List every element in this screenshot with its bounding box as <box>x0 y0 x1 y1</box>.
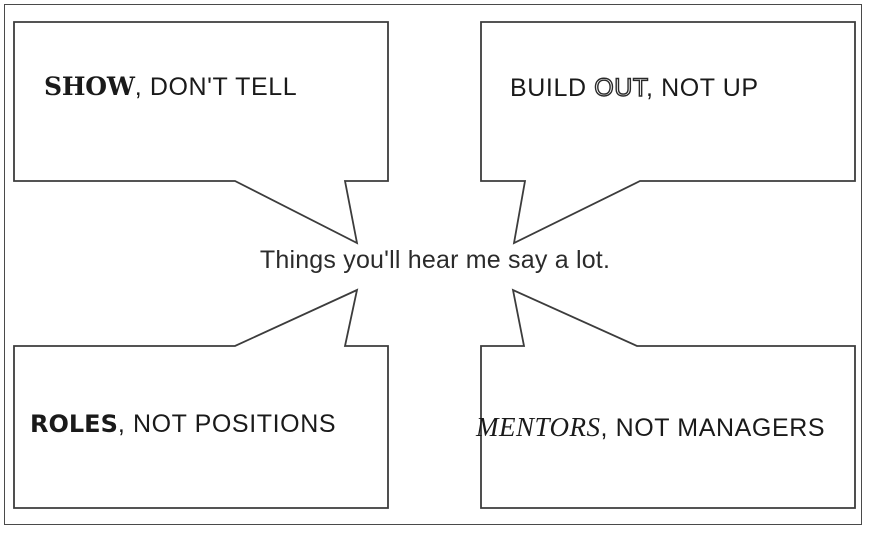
bubble-rest-top-left: , DON'T TELL <box>134 73 298 101</box>
bubble-text-bottom-left: ROLES, NOT POSITIONS <box>30 412 336 437</box>
bubble-emphasis-bottom-right: MENTORS <box>476 412 601 442</box>
bubble-emphasis-top-left: SHOW <box>44 72 135 101</box>
bubble-text-top-left: SHOW, DON'T TELL <box>44 74 297 100</box>
center-caption: Things you'll hear me say a lot. <box>259 246 611 274</box>
bubble-text-bottom-right: MENTORS, NOT MANAGERS <box>476 414 825 441</box>
bubble-dotted-word-top-right: OUT <box>593 74 646 102</box>
bubble-rest-top-right: , NOT UP <box>646 74 759 102</box>
bubble-emphasis-bottom-left: ROLES <box>30 410 118 438</box>
bubble-text-top-right: BUILD OUT, NOT UP <box>510 74 759 102</box>
bubble-emphasis-top-right: BUILD <box>510 74 595 102</box>
slide-frame <box>4 4 862 525</box>
bubble-rest-bottom-left: , NOT POSITIONS <box>117 410 337 438</box>
bubble-rest-bottom-right: , NOT MANAGERS <box>600 414 826 442</box>
